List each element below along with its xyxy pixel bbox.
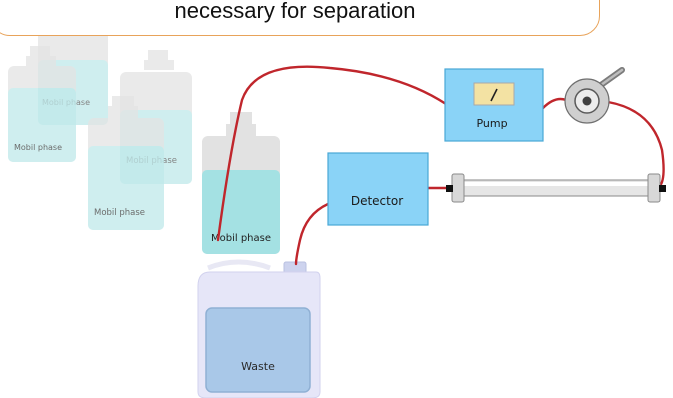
waste-label: Waste <box>241 360 275 373</box>
waste-container: Waste <box>197 259 321 398</box>
tube-injector-to-column <box>606 100 665 188</box>
gauge-needle-icon <box>490 88 498 102</box>
injector-valve-icon <box>564 67 625 124</box>
tube-pump-to-injector <box>541 97 568 110</box>
tube-bottle-to-pump <box>216 65 448 242</box>
mobile-phase-bottle-back-left: Mobil phase <box>8 46 76 162</box>
mobile-phase-bottle-front: Mobil phase <box>88 96 164 230</box>
callout-box: necessary for separation <box>0 0 600 36</box>
mobile-phase-bottle-connected: Mobil phase <box>202 112 280 254</box>
callout-text: necessary for separation <box>174 0 416 23</box>
detector: Detector <box>327 152 429 226</box>
detector-label: Detector <box>351 194 403 208</box>
bottle-label: Mobil phase <box>14 143 62 152</box>
bottle-label: Mobil phase <box>211 233 271 244</box>
bottle-label: Mobil phase <box>94 208 145 218</box>
column <box>446 173 666 203</box>
tube-detector-to-waste <box>294 202 330 266</box>
pump-label: Pump <box>476 117 507 130</box>
pump: Pump <box>444 68 544 142</box>
